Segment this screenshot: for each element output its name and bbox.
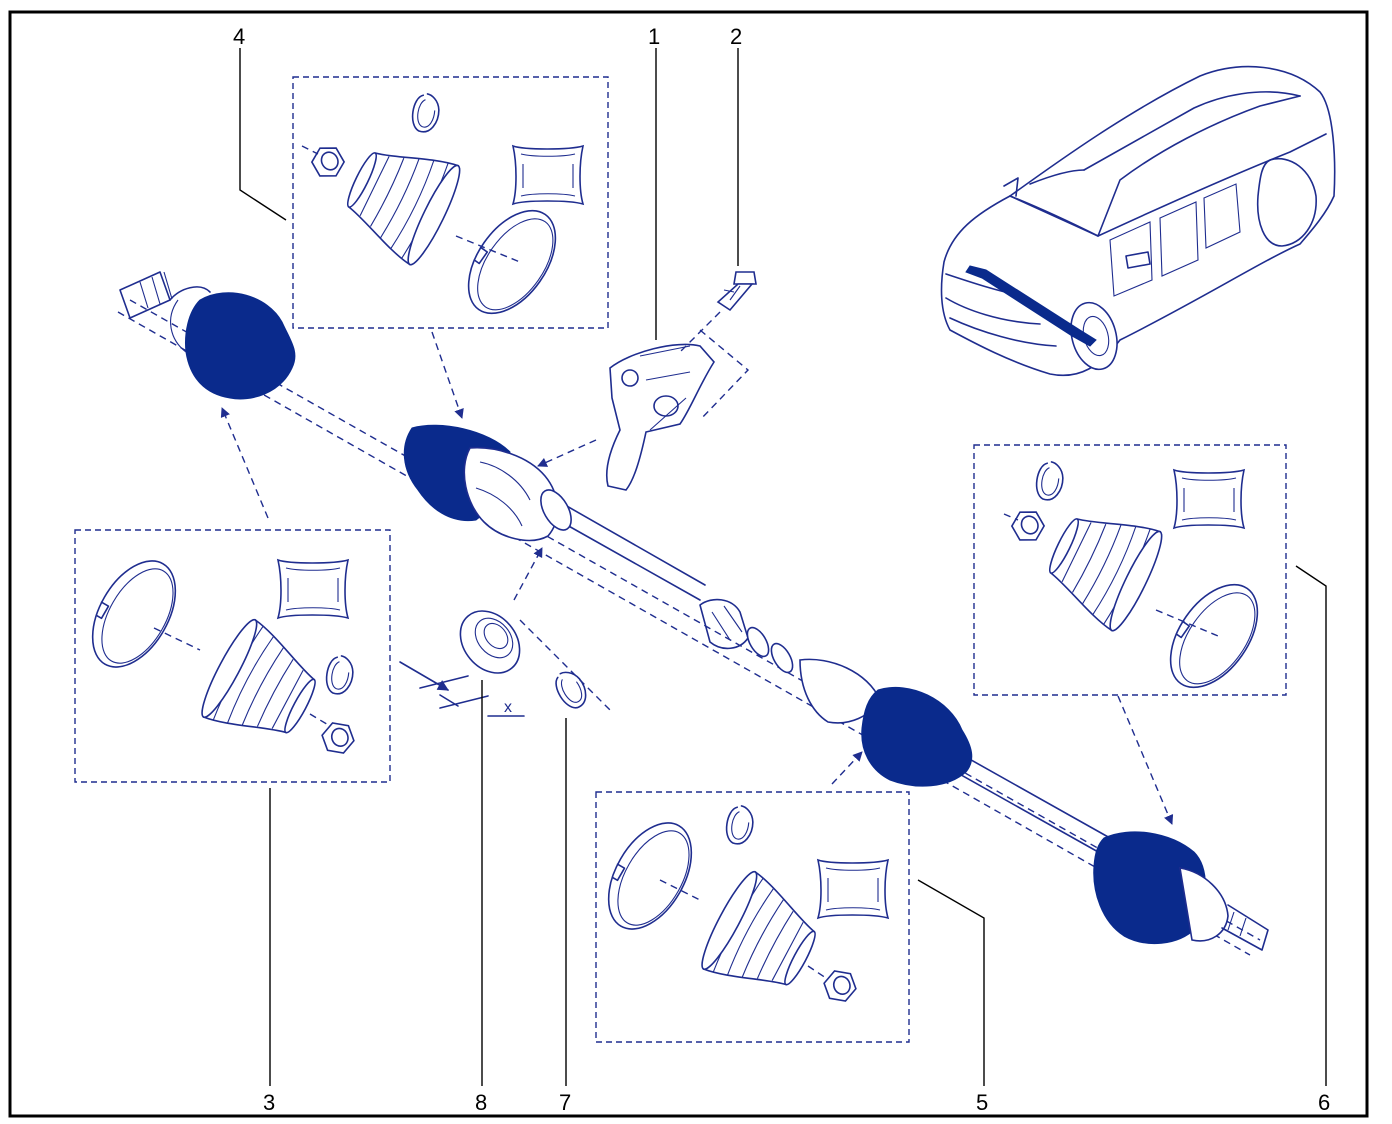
callout-4: 4 — [233, 24, 245, 49]
dimension-x: x — [399, 661, 525, 717]
circlip-7 — [549, 665, 593, 714]
kit-4-boot — [331, 127, 468, 270]
kit-5-boot — [693, 866, 832, 1011]
kit-5-nut — [820, 965, 860, 1007]
kit-6-nut — [1007, 504, 1049, 548]
callout-labels: 1 2 3 4 5 6 7 8 — [233, 24, 1330, 1115]
kit-4-nut — [307, 140, 349, 184]
outer-cv-joint-right — [1093, 831, 1269, 951]
kit-5-grease-sachet — [817, 859, 889, 919]
kit-6-clamp-ring — [1152, 568, 1276, 704]
callout-7: 7 — [559, 1090, 571, 1115]
callout-3: 3 — [263, 1090, 275, 1115]
assembly-arrows — [220, 331, 1174, 825]
boot-kit-6 — [973, 444, 1287, 704]
boot-kit-3 — [74, 529, 391, 783]
inner-tripod-joint — [403, 424, 572, 542]
boot-kit-5 — [590, 791, 910, 1043]
frame-border — [8, 10, 1369, 1118]
kit-5-snap-ring — [722, 803, 757, 847]
kit-4-snap-ring — [408, 91, 443, 135]
bearing-8 — [459, 610, 613, 713]
kit-3-nut — [318, 717, 358, 759]
kit-6-boot — [1033, 493, 1170, 636]
inner-cv-joint-right — [861, 686, 973, 787]
callout-leaders — [239, 48, 1327, 1086]
callout-2: 2 — [730, 24, 742, 49]
callout-6: 6 — [1318, 1090, 1330, 1115]
callout-8: 8 — [475, 1090, 487, 1115]
kit-3-snap-ring — [322, 653, 357, 697]
dimension-x-label: x — [504, 699, 512, 716]
outer-cv-joint-left — [119, 271, 296, 400]
callout-5: 5 — [976, 1090, 988, 1115]
kit-6-grease-sachet — [1173, 469, 1245, 529]
kit-4-grease-sachet — [512, 145, 584, 205]
bolt-2 — [679, 271, 757, 353]
support-bracket-1 — [605, 329, 750, 491]
kit-3-grease-sachet — [277, 559, 349, 619]
kit-4-clamp-ring — [450, 194, 574, 330]
boot-kit-4 — [292, 76, 609, 330]
kit-5-clamp-ring — [590, 807, 710, 945]
intermediate-shaft-section — [699, 598, 881, 724]
callout-1: 1 — [648, 24, 660, 49]
kit-3-clamp-ring — [74, 545, 194, 683]
vehicle-location-illustration — [940, 65, 1336, 377]
kit-3-boot — [193, 614, 332, 759]
kit-6-snap-ring — [1032, 459, 1067, 503]
